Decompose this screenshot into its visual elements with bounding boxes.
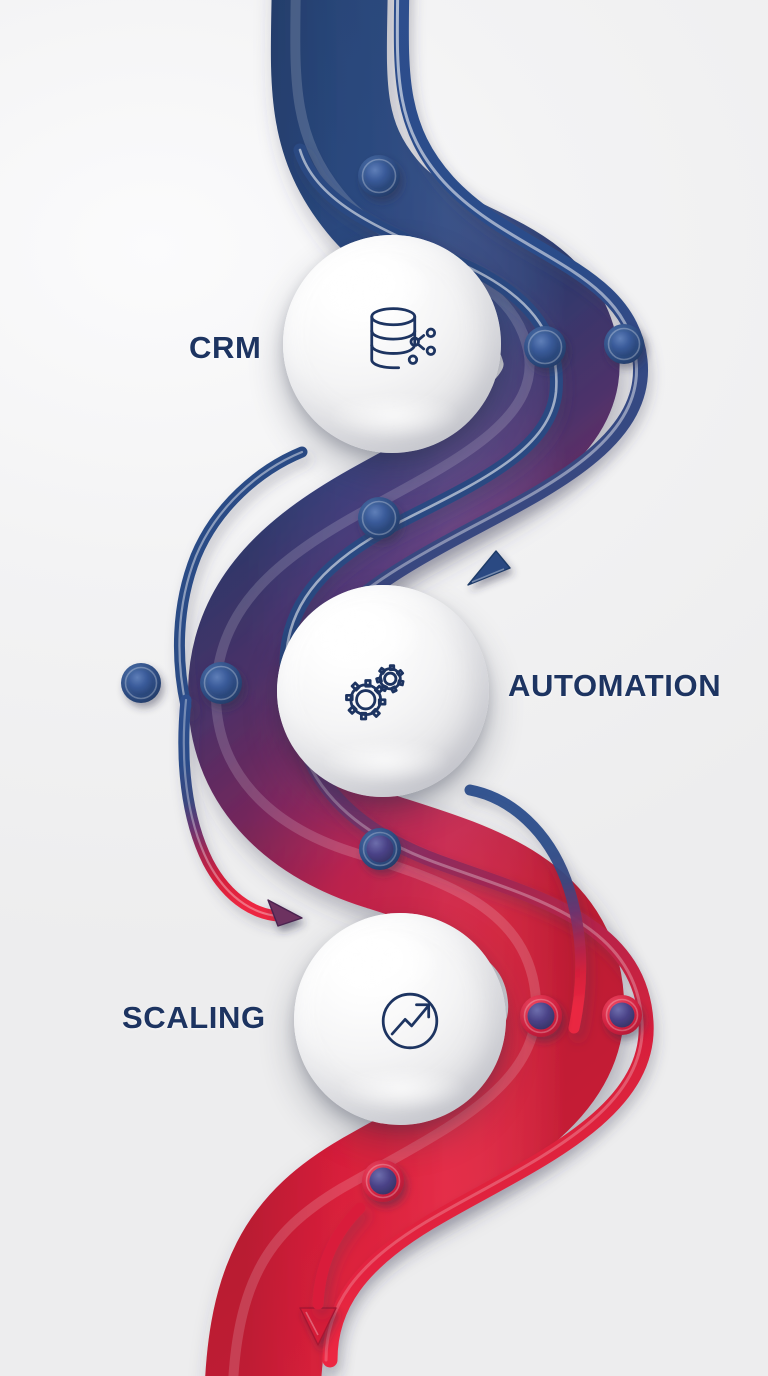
step-sphere-scaling[interactable] — [294, 913, 506, 1125]
left-arc-arrow-upper — [173, 446, 308, 712]
flow-node-7[interactable] — [359, 828, 401, 870]
step-label-crm: CRM — [189, 330, 262, 365]
right-arc-lower — [464, 784, 587, 1034]
flow-node-4[interactable] — [358, 497, 400, 539]
red-stub-to-arrow — [312, 1202, 366, 1310]
flow-node-5[interactable] — [121, 663, 161, 703]
left-arc-arrow-lower — [178, 694, 294, 922]
step-sphere-crm[interactable] — [283, 235, 501, 453]
flow-node-9[interactable] — [602, 995, 642, 1035]
flow-node-3[interactable] — [604, 324, 644, 364]
step-label-scaling: SCALING — [122, 1000, 266, 1035]
database-network-icon — [283, 235, 501, 453]
step-label-automation: AUTOMATION — [508, 668, 722, 703]
node-group[interactable] — [121, 155, 644, 1202]
growth-arrow-circle-icon — [294, 913, 506, 1125]
flow-node-1[interactable] — [358, 155, 400, 197]
arrow-navy-head — [467, 550, 511, 586]
flow-node-6[interactable] — [200, 662, 242, 704]
flow-node-10[interactable] — [362, 1160, 404, 1202]
gears-icon — [277, 585, 489, 797]
flow-node-2[interactable] — [524, 326, 566, 368]
step-sphere-automation[interactable] — [277, 585, 489, 797]
arrow-purple-head — [267, 899, 303, 927]
flow-node-8[interactable] — [520, 995, 562, 1037]
